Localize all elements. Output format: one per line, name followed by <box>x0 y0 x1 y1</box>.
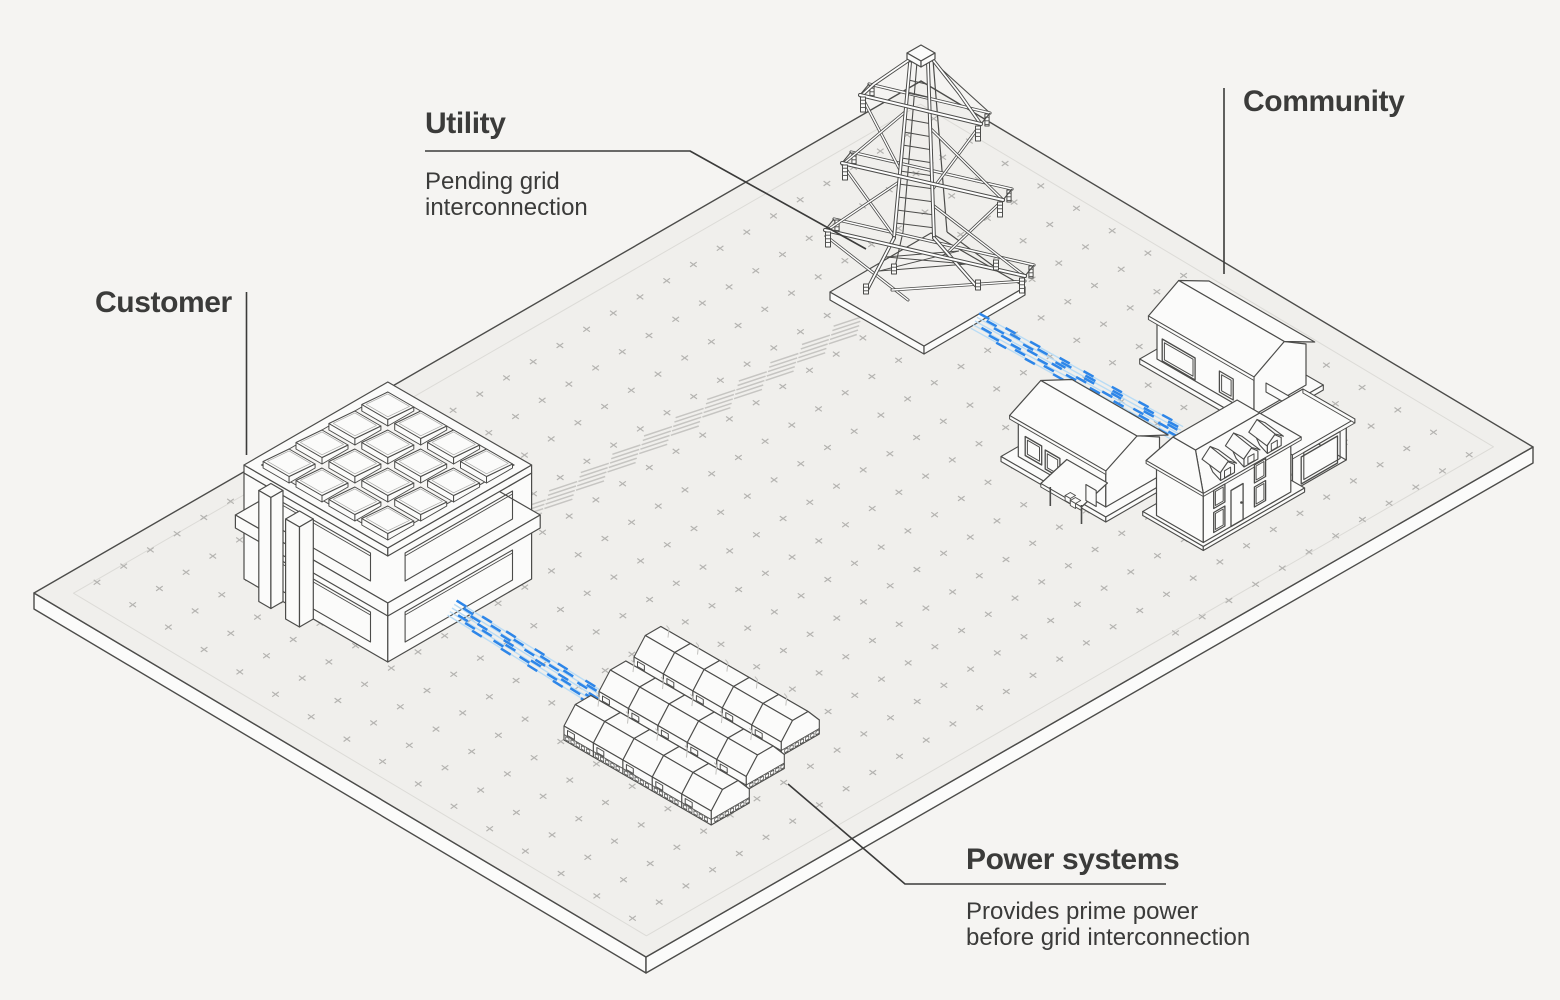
svg-text:Provides prime power: Provides prime power <box>966 898 1198 925</box>
svg-text:Power systems: Power systems <box>966 843 1179 876</box>
svg-text:Utility: Utility <box>425 107 506 140</box>
svg-text:Community: Community <box>1243 85 1405 118</box>
svg-text:interconnection: interconnection <box>425 194 588 221</box>
svg-text:Customer: Customer <box>95 286 233 319</box>
svg-text:before grid interconnection: before grid interconnection <box>966 924 1250 951</box>
svg-text:Pending grid: Pending grid <box>425 168 560 195</box>
